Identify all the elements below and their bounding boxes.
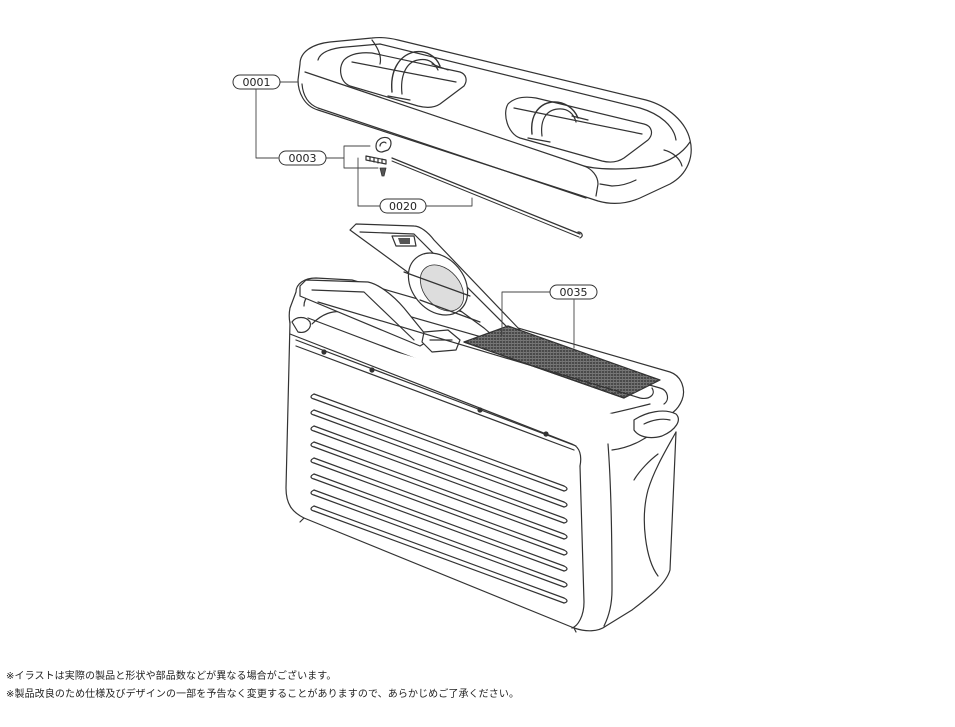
bin-body-illustration <box>285 277 685 633</box>
hinge-parts-illustration <box>365 136 583 239</box>
disclaimer-notes: ※イラストは実際の製品と形状や部品数などが異なる場合がございます。 ※製品改良の… <box>6 668 946 704</box>
svg-text:0035: 0035 <box>560 286 588 299</box>
part-label-0003: 0003 <box>278 150 327 166</box>
note-illustration-differs: ※イラストは実際の製品と形状や部品数などが異なる場合がございます。 <box>6 671 337 682</box>
filter-illustration <box>299 223 661 399</box>
part-label-0020: 0020 <box>379 198 427 214</box>
part-label-0001: 0001 <box>232 74 281 90</box>
svg-text:0001: 0001 <box>243 76 271 89</box>
svg-text:0020: 0020 <box>389 200 417 213</box>
lid-illustration <box>297 37 692 204</box>
part-label-0035: 0035 <box>549 284 598 300</box>
note-spec-change: ※製品改良のため仕様及びデザインの一部を予告なく変更することがありますので、あら… <box>6 689 520 700</box>
callout-leaders <box>255 81 575 349</box>
svg-text:0003: 0003 <box>289 152 317 165</box>
